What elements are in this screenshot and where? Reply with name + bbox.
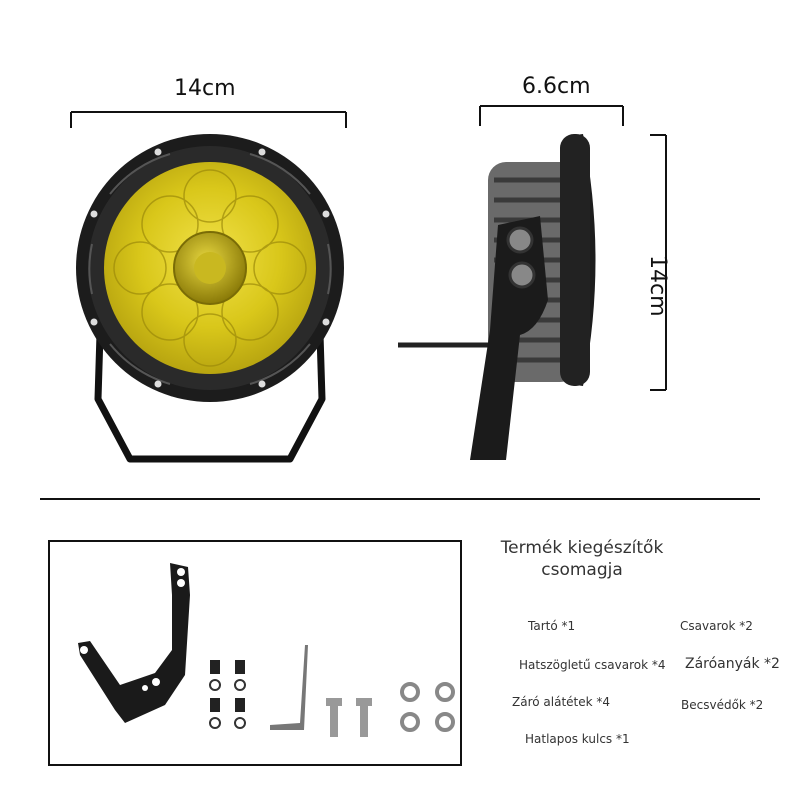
front-width-dimension-line bbox=[70, 111, 347, 128]
accessory-item-lock-washers: Záró alátétek *4 bbox=[512, 695, 611, 709]
accessory-item-screws: Csavarok *2 bbox=[680, 619, 753, 633]
accessories-title-line2: csomagja bbox=[541, 560, 623, 580]
accessory-item-hex-key: Hatlapos kulcs *1 bbox=[525, 732, 630, 746]
light-side-view bbox=[398, 134, 596, 460]
light-front-view bbox=[76, 134, 344, 463]
side-depth-dimension-line bbox=[479, 105, 624, 126]
accessory-item-protectors: Becsvédők *2 bbox=[681, 698, 764, 712]
accessory-item-hex-screws: Hatszögletű csavarok *4 bbox=[519, 658, 666, 672]
section-divider bbox=[40, 498, 760, 500]
accessories-image-frame bbox=[48, 540, 462, 766]
accessories-illustration bbox=[78, 563, 455, 737]
accessory-item-lock-nuts: Záróanyák *2 bbox=[685, 656, 780, 672]
accessories-title: Termék kiegészítők csomagja bbox=[482, 537, 682, 581]
accessory-item-holder: Tartó *1 bbox=[528, 619, 576, 633]
front-width-label: 14cm bbox=[174, 76, 236, 101]
side-height-dimension-line bbox=[650, 134, 667, 391]
accessories-title-line1: Termék kiegészítők bbox=[500, 538, 664, 558]
side-height-label: 14cm bbox=[645, 255, 670, 317]
side-depth-label: 6.6cm bbox=[522, 74, 591, 99]
